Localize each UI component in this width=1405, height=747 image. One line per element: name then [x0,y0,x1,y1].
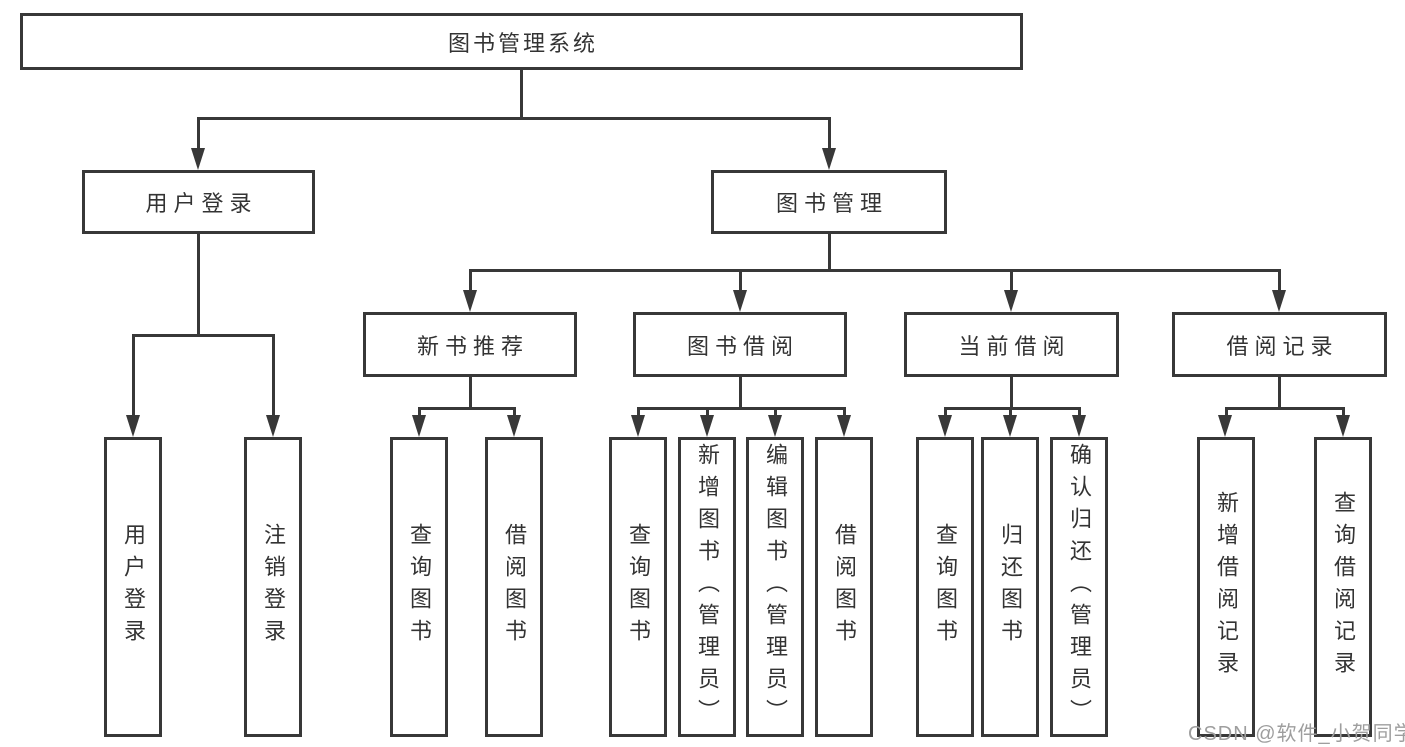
arrow-down-icon [768,415,782,437]
leaf-query-borrow-record: 查询借阅记录 [1314,437,1372,737]
leaf-user-login: 用户登录 [104,437,162,737]
connector-line [828,117,831,150]
connector-line [774,407,777,417]
leaf-logout: 注销登录 [244,437,302,737]
connector-line [469,377,472,408]
connector-line [1342,407,1345,417]
arrow-down-icon [733,290,747,312]
node-library-management-system: 图书管理系统 [20,13,1023,70]
arrow-down-icon [191,148,205,170]
connector-line [1278,377,1281,408]
connector-line [469,269,472,292]
connector-line [706,407,709,417]
leaf-add-borrow-record: 新增借阅记录 [1197,437,1255,737]
connector-line [1009,407,1012,417]
connector-line [637,407,846,410]
leaf-borrow-books: 借阅图书 [815,437,873,737]
arrow-down-icon [1072,415,1086,437]
connector-line [197,117,831,120]
arrow-down-icon [822,148,836,170]
node-book-management: 图书管理 [711,170,947,234]
arrow-down-icon [837,415,851,437]
connector-line [944,407,1081,410]
connector-line [843,407,846,417]
connector-line [1225,407,1344,410]
connector-line [739,269,742,292]
csdn-watermark: CSDN @软件_小贺同学 [1188,723,1405,745]
connector-line [418,407,516,410]
leaf-query-books-borrowing: 查询图书 [609,437,667,737]
node-borrowing-records: 借阅记录 [1172,312,1387,377]
leaf-borrow-books-recommend: 借阅图书 [485,437,543,737]
connector-line [132,334,135,417]
connector-line [132,334,274,337]
connector-line [418,407,421,417]
arrow-down-icon [463,290,477,312]
leaf-confirm-return-admin: 确认归还（管理员） [1050,437,1108,737]
connector-line [520,70,523,118]
connector-line [513,407,516,417]
arrow-down-icon [507,415,521,437]
arrow-down-icon [1336,415,1350,437]
arrow-down-icon [1003,415,1017,437]
connector-line [828,234,831,270]
connector-line [944,407,947,417]
leaf-return-books: 归还图书 [981,437,1039,737]
connector-line [197,234,200,335]
leaf-query-books-current: 查询图书 [916,437,974,737]
connector-line [272,334,275,417]
connector-line [197,117,200,150]
connector-line [469,269,1281,272]
node-user-login: 用户登录 [82,170,315,234]
connector-line [1278,269,1281,292]
connector-line [1078,407,1081,417]
leaf-query-books-recommend: 查询图书 [390,437,448,737]
node-new-book-recommend: 新书推荐 [363,312,577,377]
arrow-down-icon [1004,290,1018,312]
arrow-down-icon [1272,290,1286,312]
connector-line [1225,407,1228,417]
arrow-down-icon [700,415,714,437]
connector-line [1010,269,1013,292]
connector-line [739,377,742,408]
arrow-down-icon [126,415,140,437]
connector-line [637,407,640,417]
node-book-borrowing: 图书借阅 [633,312,847,377]
leaf-edit-books-admin: 编辑图书（管理员） [746,437,804,737]
arrow-down-icon [266,415,280,437]
arrow-down-icon [938,415,952,437]
arrow-down-icon [1218,415,1232,437]
leaf-add-books-admin: 新增图书（管理员） [678,437,736,737]
arrow-down-icon [412,415,426,437]
arrow-down-icon [631,415,645,437]
connector-line [1010,377,1013,408]
node-current-borrowing: 当前借阅 [904,312,1119,377]
